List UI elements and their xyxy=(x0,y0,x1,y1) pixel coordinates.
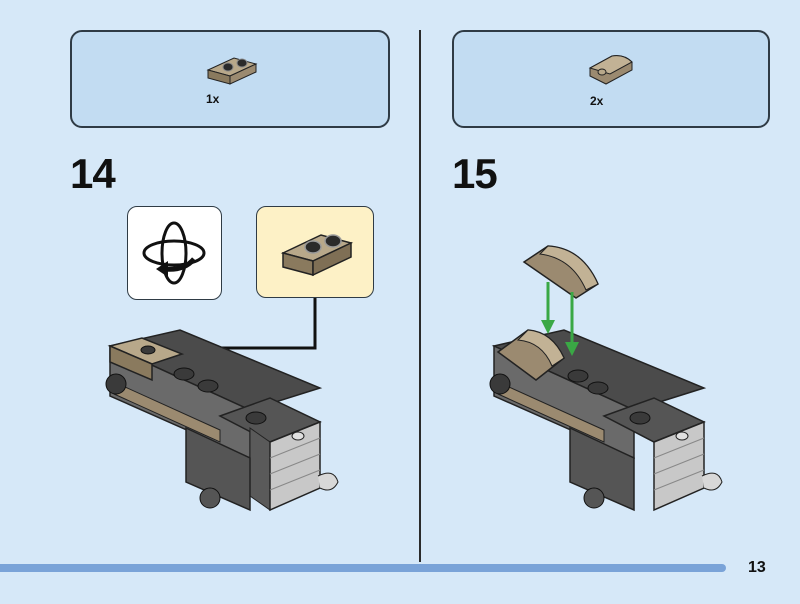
step-15-model xyxy=(489,329,723,512)
step-14-parts-box: 1x xyxy=(70,30,390,128)
step-14-model xyxy=(105,329,339,512)
part-quantity: 1x xyxy=(206,92,220,106)
footer-bar xyxy=(0,564,726,572)
tan-curved-slope-icon xyxy=(522,245,599,299)
step-number: 15 xyxy=(452,150,498,197)
tan-bracket-plate-icon xyxy=(280,234,354,277)
tan-bracket-plate-icon xyxy=(206,57,258,85)
part-callout xyxy=(256,206,374,298)
rotate-model-icon xyxy=(142,221,206,285)
part-quantity: 2x xyxy=(590,94,604,108)
page-number: 13 xyxy=(748,559,766,576)
step-15-parts-box: 2x xyxy=(452,30,770,128)
placement-arrows xyxy=(541,282,579,356)
tan-curved-slope-icon xyxy=(588,55,633,85)
step-number: 14 xyxy=(70,150,116,197)
step-divider xyxy=(419,30,421,562)
rotate-callout xyxy=(127,206,222,300)
